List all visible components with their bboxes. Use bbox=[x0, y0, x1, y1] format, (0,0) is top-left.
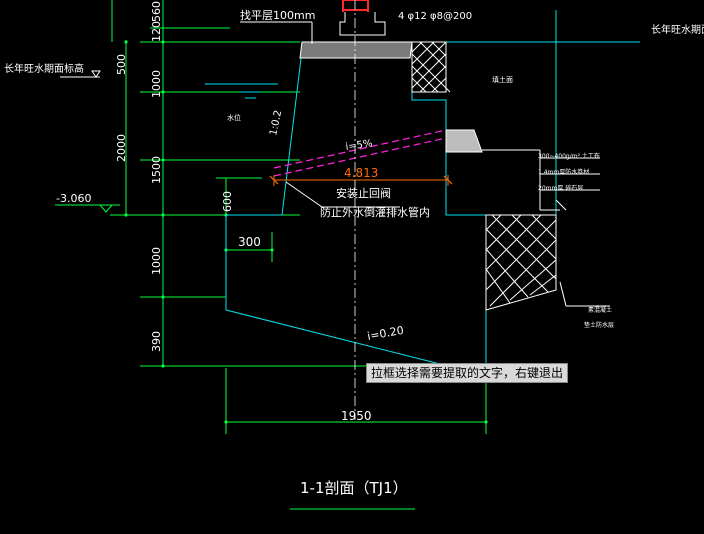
water-small-label: 水位 bbox=[227, 113, 241, 122]
dim-1950-label: 1950 bbox=[341, 409, 372, 423]
pipe-length-label: 4.813 bbox=[344, 166, 378, 180]
dim-label: 600 bbox=[221, 191, 234, 212]
dim-label: 1500 bbox=[150, 156, 163, 184]
dim-label: 500 bbox=[115, 54, 128, 75]
dim-label: 120 bbox=[150, 21, 163, 42]
dim-label: 560 bbox=[150, 1, 163, 22]
pipe-slope-label: i=5% bbox=[345, 138, 373, 153]
top-note: 找平层100mm bbox=[240, 8, 315, 22]
drain-pipe bbox=[269, 129, 453, 186]
backfill-label: 填土面 bbox=[492, 75, 513, 84]
concrete-hatch bbox=[299, 0, 483, 153]
dimension-ticks bbox=[124, 40, 488, 424]
hatch-upper-right bbox=[411, 41, 451, 93]
water-level-left-label: 长年旺水期面标高 bbox=[4, 62, 84, 75]
left-dimension-chain bbox=[110, 0, 487, 510]
hatch-lower-right bbox=[485, 214, 557, 311]
install-valve-label: 安装止回阀 bbox=[336, 186, 391, 200]
elevation-marker bbox=[55, 204, 120, 213]
dim-label: 390 bbox=[150, 331, 163, 352]
rebar-label: 4 φ12 φ8@200 bbox=[398, 11, 472, 22]
water-level-right-label: 长年旺水期面 bbox=[651, 23, 704, 36]
dim-label: 2000 bbox=[115, 134, 128, 162]
layer3-label: 20mm厚 碎石层 bbox=[538, 184, 583, 192]
layer2-label: 1.4mm厚防水卷材 bbox=[538, 168, 589, 176]
concrete-label-1: 素混凝土 bbox=[588, 306, 612, 314]
concrete-label-2: 垫土防水层 bbox=[584, 321, 614, 329]
extract-text-tooltip: 拉框选择需要提取的文字，右键退出 bbox=[366, 363, 569, 383]
water-level-left bbox=[60, 70, 101, 78]
dim-300-label: 300 bbox=[238, 235, 261, 249]
elevation-label: -3.060 bbox=[56, 192, 91, 205]
base-slope-label: i=0.20 bbox=[366, 324, 404, 343]
layer1-label: 300~400g/m² 土工布 bbox=[538, 152, 600, 160]
dim-label: 1000 bbox=[150, 70, 163, 98]
section-title: 1-1剖面（TJ1） bbox=[300, 479, 408, 497]
wall-slope-label: 1:0.2 bbox=[268, 109, 284, 136]
leader-lines bbox=[240, 21, 610, 307]
anti-backflow-label: 防止外水倒灌排水管内 bbox=[320, 205, 430, 219]
dim-label: 1000 bbox=[150, 247, 163, 275]
